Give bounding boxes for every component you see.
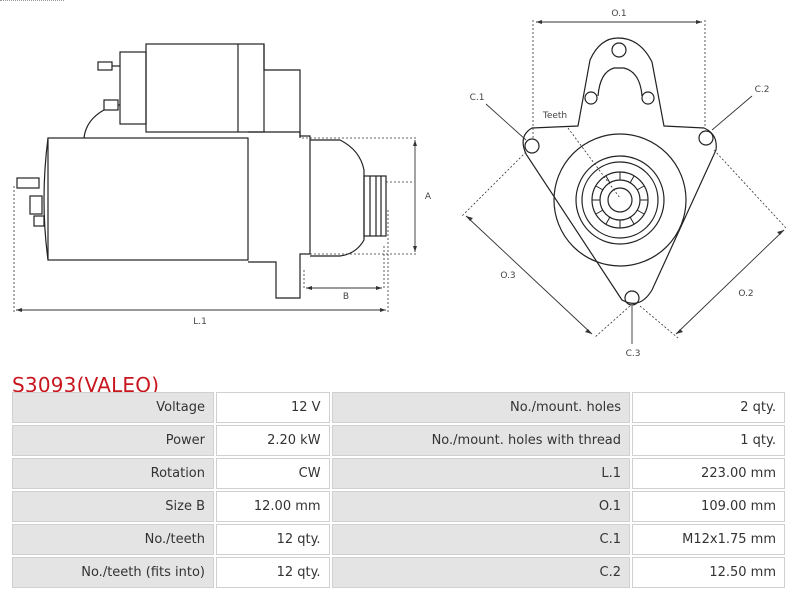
spec-label: C.2 — [331, 557, 631, 588]
technical-drawing: L.1 A B — [13, 9, 787, 359]
dim-label-o2: O.2 — [738, 289, 753, 299]
spec-label: No./mount. holes with thread — [331, 425, 631, 456]
spec-label: No./mount. holes — [331, 392, 631, 423]
corner-mark — [0, 0, 64, 3]
spec-label: O.1 — [331, 491, 631, 522]
mount-hole-c2 — [698, 130, 714, 146]
mount-hole-c1 — [524, 138, 540, 154]
spec-value: 2.20 kW — [216, 425, 330, 456]
spec-label: Rotation — [12, 458, 214, 489]
dim-label-c3: C.3 — [626, 349, 641, 359]
front-view-drawing: O.1 O.2 O.3 C.1 C.2 C.3 Teeth — [461, 9, 787, 359]
spec-label: Voltage — [12, 392, 214, 423]
spec-value: 12 qty. — [216, 557, 330, 588]
spec-value: 1 qty. — [632, 425, 785, 456]
spec-label: L.1 — [331, 458, 631, 489]
spec-value: 12 qty. — [216, 524, 330, 555]
flange-outline — [522, 37, 717, 304]
pinion — [363, 175, 387, 237]
dim-label-c1: C.1 — [470, 93, 485, 103]
pinion-teeth — [592, 172, 648, 228]
spec-label: Size B — [12, 491, 214, 522]
specs-table: Voltage 12 V No./mount. holes 2 qty. Pow… — [10, 390, 787, 590]
spec-value: CW — [216, 458, 330, 489]
spec-value: 223.00 mm — [632, 458, 785, 489]
dim-label-c2: C.2 — [755, 85, 770, 95]
spec-label: No./teeth (fits into) — [12, 557, 214, 588]
spec-label: No./teeth — [12, 524, 214, 555]
spec-value: 12.00 mm — [216, 491, 330, 522]
spec-label: C.1 — [331, 524, 631, 555]
spec-value: 12.50 mm — [632, 557, 785, 588]
spec-label: Power — [12, 425, 214, 456]
table-row: Rotation CW L.1 223.00 mm — [12, 458, 785, 489]
dim-label-o1: O.1 — [611, 9, 626, 19]
motor-body — [47, 137, 249, 261]
table-row: Power 2.20 kW No./mount. holes with thre… — [12, 425, 785, 456]
table-row: No./teeth 12 qty. C.1 M12x1.75 mm — [12, 524, 785, 555]
dim-label-b: B — [343, 292, 349, 302]
spec-value: 2 qty. — [632, 392, 785, 423]
spec-value: M12x1.75 mm — [632, 524, 785, 555]
dim-label-teeth: Teeth — [542, 111, 567, 121]
dim-label-l1: L.1 — [193, 317, 207, 327]
side-view-drawing: L.1 A B — [13, 43, 432, 327]
table-row: Size B 12.00 mm O.1 109.00 mm — [12, 491, 785, 522]
table-row: No./teeth (fits into) 12 qty. C.2 12.50 … — [12, 557, 785, 588]
spec-value: 12 V — [216, 392, 330, 423]
dim-label-a: A — [425, 192, 432, 202]
mount-hole-c3 — [624, 290, 640, 306]
dim-label-o3: O.3 — [500, 271, 515, 281]
spec-value: 109.00 mm — [632, 491, 785, 522]
table-row: Voltage 12 V No./mount. holes 2 qty. — [12, 392, 785, 423]
